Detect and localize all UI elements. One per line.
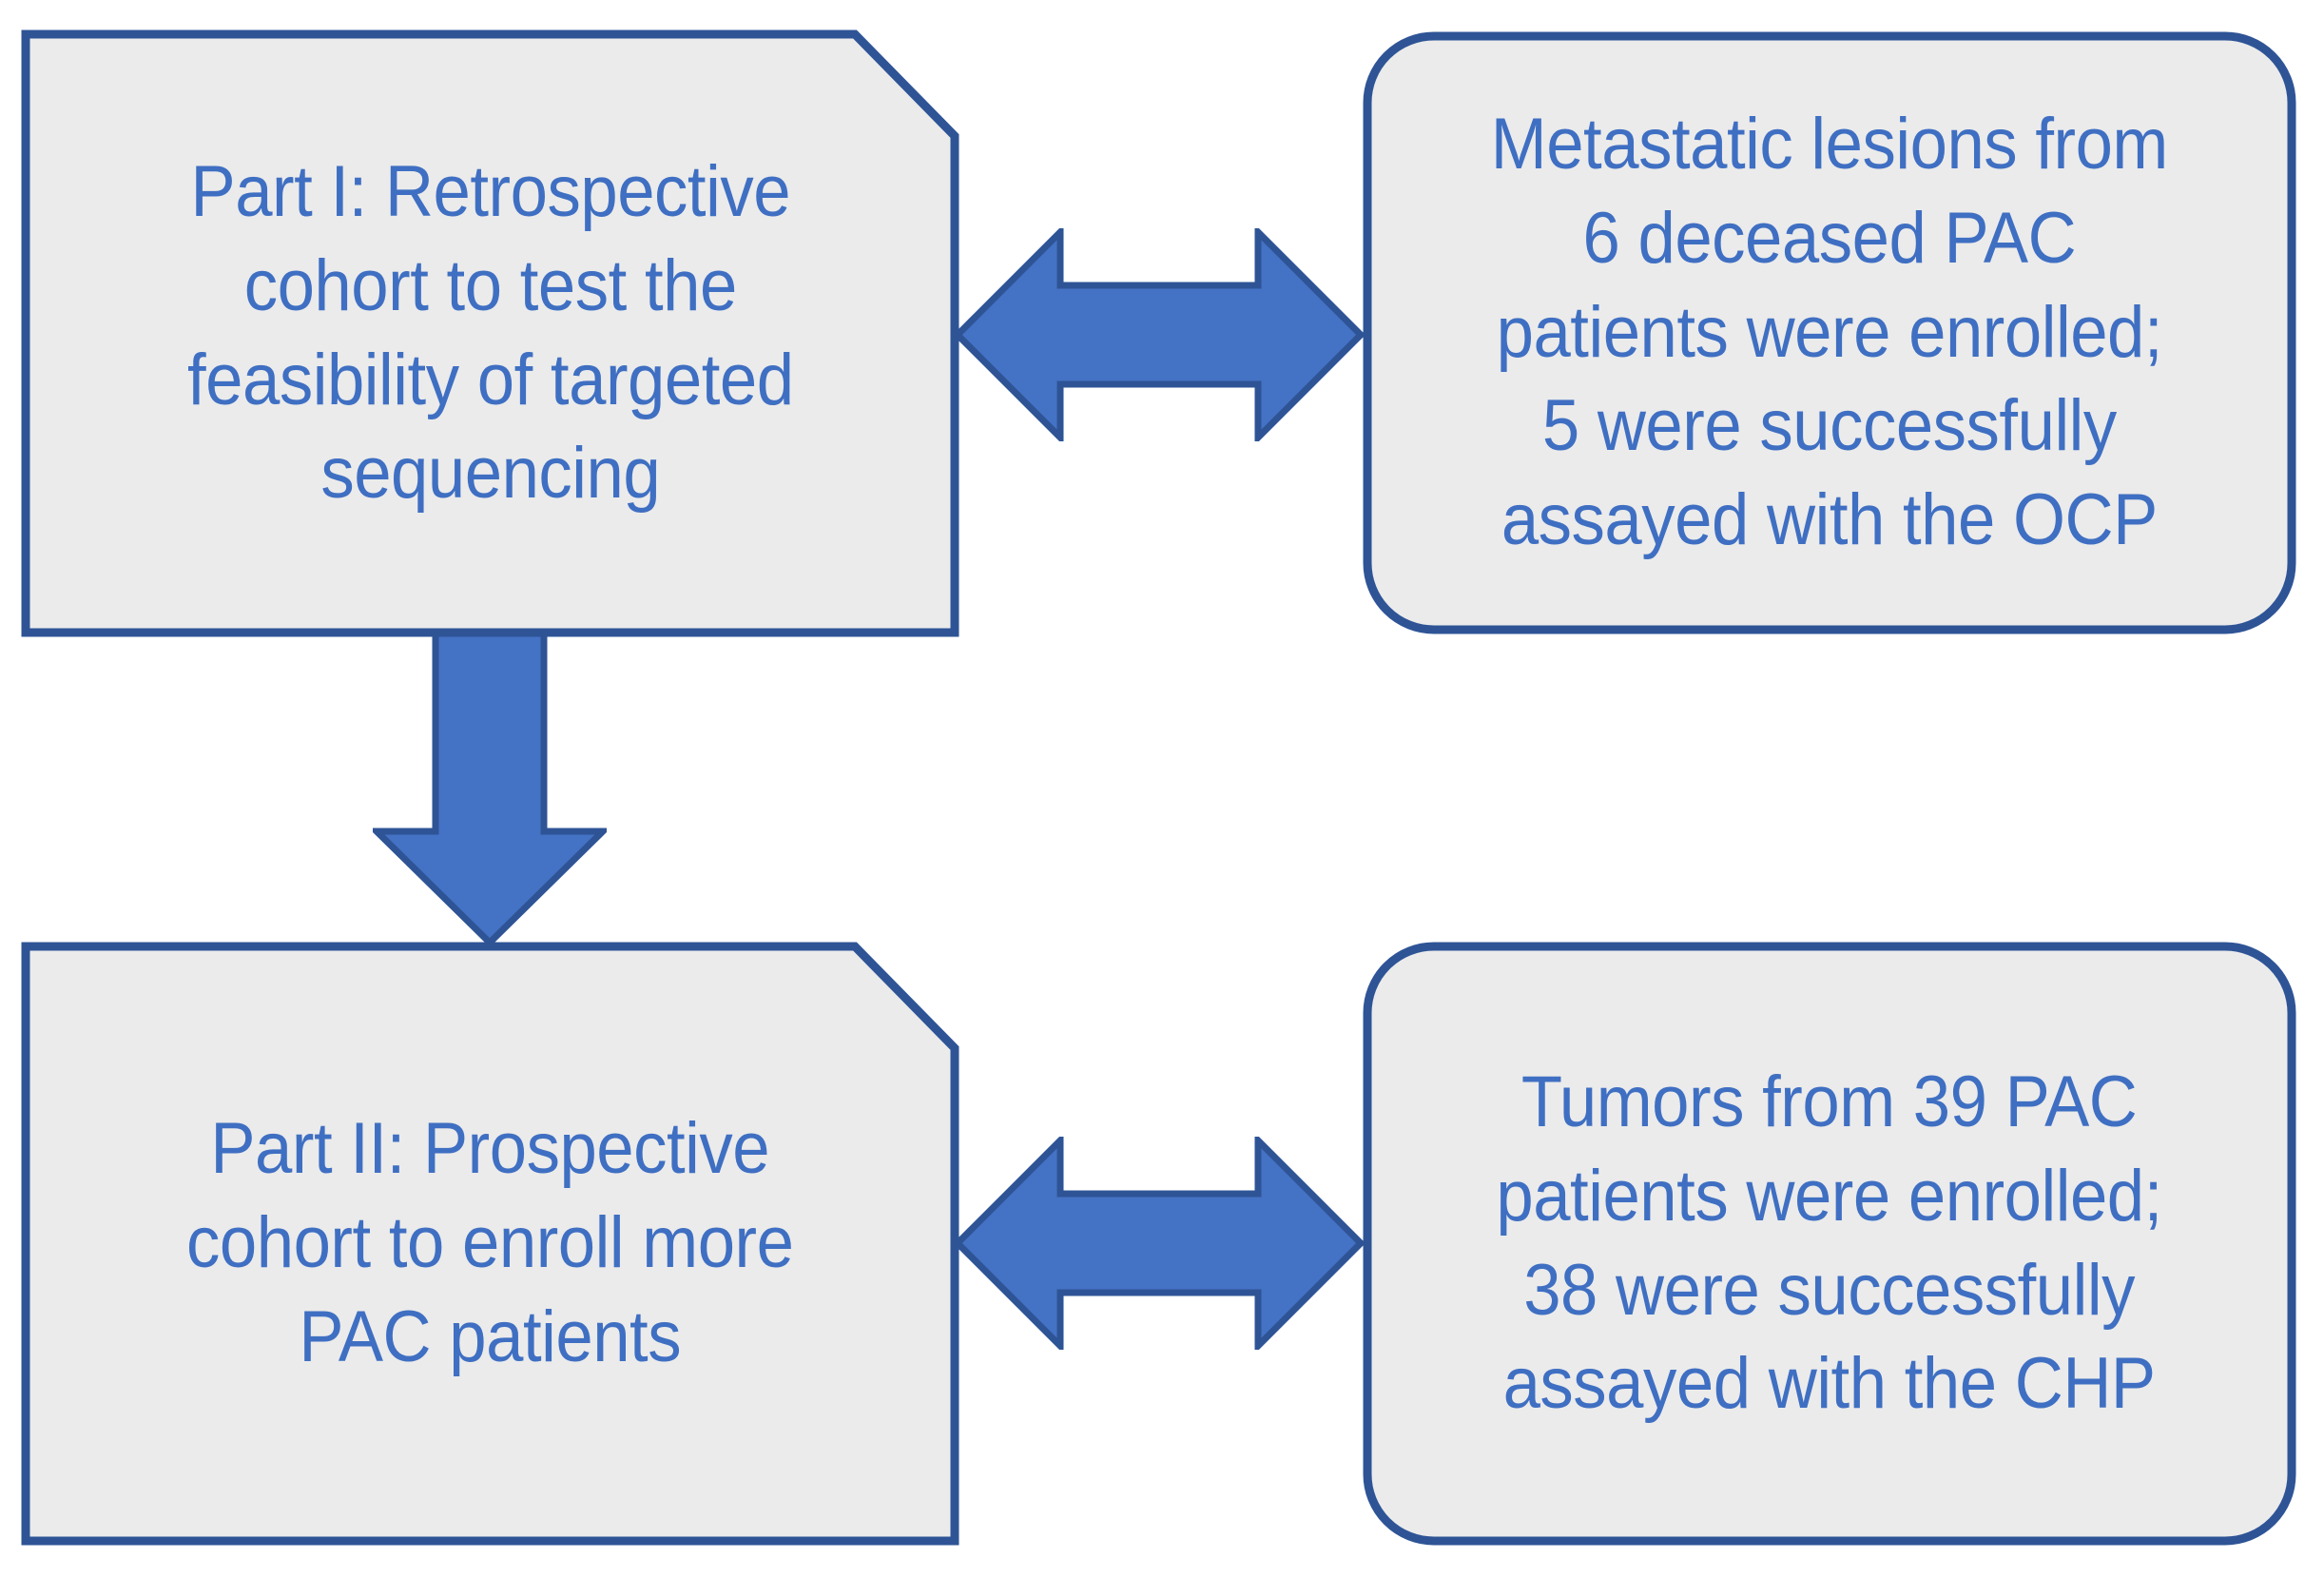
node-part2-label: Part II: Prospective cohort to enroll mo… (186, 1108, 794, 1377)
node-part2-shape (21, 942, 959, 1546)
arrow-h-top-shape (954, 228, 1365, 441)
arrow-v-down-shape (373, 632, 607, 945)
node-result1-shape (1363, 31, 2296, 634)
arrow-h-bottom-shape (954, 1137, 1365, 1350)
double-headed-horizontal-arrow-icon (954, 1137, 1365, 1350)
node-result1-label: Metastatic lesions from 6 deceased PAC p… (1490, 104, 2169, 561)
node-part2[interactable]: Part II: Prospective cohort to enroll mo… (21, 942, 959, 1546)
node-result2-label: Tumors from 39 PAC patients were enrolle… (1496, 1061, 2163, 1425)
node-part1-label: Part I: Retrospective cohort to test the… (186, 150, 794, 515)
node-result2-shape (1363, 942, 2296, 1546)
node-result1[interactable]: Metastatic lesions from 6 deceased PAC p… (1363, 31, 2296, 634)
down-arrow-icon (373, 632, 607, 945)
double-headed-horizontal-arrow-icon (954, 228, 1365, 441)
node-part1[interactable]: Part I: Retrospective cohort to test the… (21, 29, 959, 637)
node-part1-shape (21, 29, 959, 637)
node-result2[interactable]: Tumors from 39 PAC patients were enrolle… (1363, 942, 2296, 1546)
